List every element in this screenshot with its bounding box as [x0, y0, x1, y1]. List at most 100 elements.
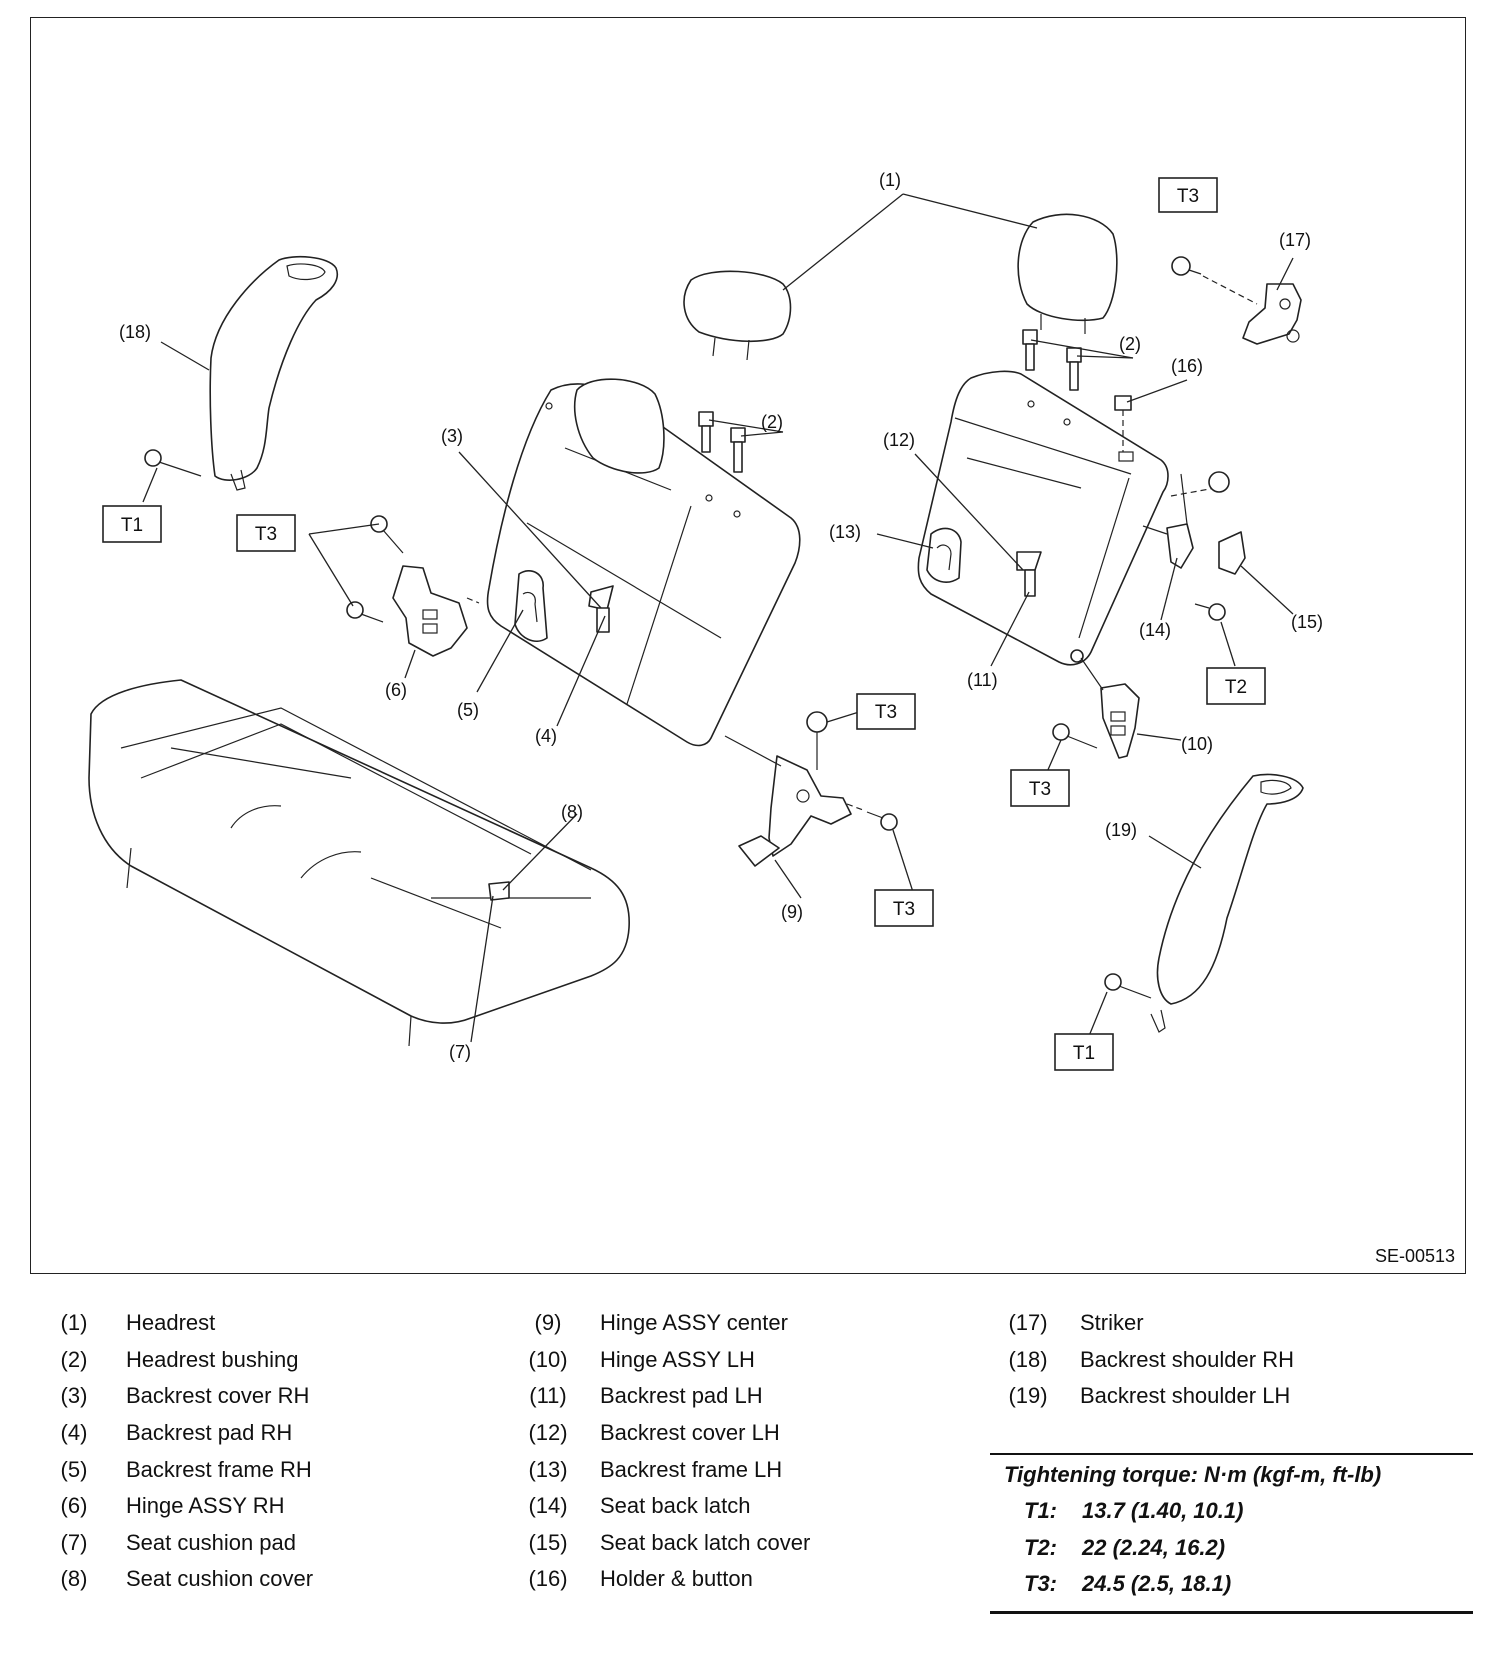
leader-lines [142, 193, 1294, 1043]
torque-row: T3:24.5 (2.5, 18.1) [990, 1566, 1473, 1603]
legend-item-number: (9) [534, 1310, 562, 1336]
legend-item-number: (17) [1008, 1310, 1048, 1336]
legend-item-name: Backrest cover LH [600, 1420, 780, 1446]
nut-center-top [806, 711, 828, 770]
legend-item: (7) Seat cushion pad [42, 1525, 313, 1562]
legend-item-number: (15) [528, 1529, 568, 1555]
bolt-t1-right [1104, 973, 1152, 999]
headrest-right [1017, 213, 1118, 334]
torque-box-t3-center-top: T3 [856, 693, 916, 730]
callout-11: (11) [967, 670, 998, 690]
legend-item-name: Seat back latch cover [600, 1529, 811, 1555]
striker [1202, 275, 1302, 345]
legend-item-number: (11) [529, 1383, 567, 1409]
legend-item-name: Headrest bushing [126, 1346, 299, 1372]
svg-text:T3: T3 [893, 899, 915, 920]
legend-item-number: (8) [60, 1566, 88, 1592]
legend-item: (18)Backrest shoulder RH [996, 1342, 1294, 1379]
seat-cushion [88, 679, 630, 1047]
legend-item-number: (2) [60, 1346, 88, 1372]
legend-item-number: (7) [60, 1529, 88, 1555]
legend-item-name: Hinge ASSY LH [600, 1346, 755, 1372]
torque-table-title: Tightening torque: N·m (kgf-m, ft-lb) [1004, 1462, 1382, 1487]
callout-10: (10) [1181, 734, 1213, 754]
legend-item-name: Backrest pad RH [126, 1420, 293, 1446]
hinge-assy-rh [392, 565, 480, 657]
legend-item-number: (14) [528, 1493, 568, 1519]
torque-table: Tightening torque: N·m (kgf-m, ft-lb) T1… [990, 1453, 1473, 1614]
legend-item-number: (3) [60, 1383, 88, 1409]
legend-item-name: Hinge ASSY RH [126, 1493, 285, 1519]
legend-item: (3) Backrest cover RH [42, 1378, 313, 1415]
bolt-striker [1171, 256, 1202, 276]
torque-box-t3-center-bottom: T3 [874, 889, 934, 927]
legend-item-name: Backrest frame RH [126, 1456, 312, 1482]
legend-item-name: Backrest cover RH [126, 1383, 310, 1409]
torque-rows: T1:13.7 (1.40, 10.1)T2:22 (2.24, 16.2)T3… [990, 1493, 1473, 1603]
legend-item-name: Seat cushion cover [126, 1566, 314, 1592]
callout-19: (19) [1105, 820, 1137, 840]
legend-item-name: Hinge ASSY center [600, 1310, 788, 1336]
callout-17: (17) [1279, 230, 1311, 250]
legend-item: (16)Holder & button [516, 1561, 810, 1598]
bolt-hinge-rh-lower [346, 601, 384, 623]
svg-text:T2: T2 [1225, 677, 1247, 698]
torque-box-t3-striker: T3 [1158, 177, 1218, 213]
legend-item-number: (13) [528, 1456, 568, 1482]
seat-back-latch-cover [1218, 531, 1246, 575]
legend-item-name: Backrest pad LH [600, 1383, 763, 1409]
legend-item: (9) Hinge ASSY center [516, 1305, 810, 1342]
callout-6: (6) [385, 680, 407, 700]
legend-item-name: Headrest [126, 1310, 216, 1336]
diagram-frame: (1) (2) (2) (3) (4) (5) (6) (7) (8) (9) … [30, 17, 1466, 1274]
legend-item: (15) Seat back latch cover [516, 1525, 810, 1562]
callout-12: (12) [883, 430, 915, 450]
torque-box-t3-lh-hinge: T3 [1010, 769, 1070, 807]
legend-item-name: Striker [1080, 1310, 1144, 1336]
svg-text:T3: T3 [875, 702, 897, 723]
legend-item-number: (12) [528, 1420, 568, 1446]
callout-16: (16) [1171, 356, 1203, 376]
nut-latch [1208, 471, 1230, 493]
legend-item: (13) Backrest frame LH [516, 1451, 810, 1488]
callout-5: (5) [457, 700, 479, 720]
legend-item: (17) Striker [996, 1305, 1294, 1342]
legend-column-3: (17) Striker (18)Backrest shoulder RH(19)B… [996, 1305, 1294, 1415]
legend-item: (4) Backrest pad RH [42, 1415, 313, 1452]
legend-column-2: (9) Hinge ASSY center (10) Hinge ASSY LH (11… [516, 1305, 810, 1598]
figure-code: SE-00513 [1374, 1246, 1455, 1266]
headrest-center [573, 378, 665, 474]
callout-3: (3) [441, 426, 463, 446]
torque-key: T2: [1024, 1534, 1057, 1560]
exploded-seat-diagram: (1) (2) (2) (3) (4) (5) (6) (7) (8) (9) … [88, 170, 1323, 1071]
svg-text:T1: T1 [1073, 1043, 1095, 1064]
legend-item-number: (10) [528, 1346, 568, 1372]
legend-item: (8) Seat cushion cover [42, 1561, 314, 1598]
legend-item-number: (1) [60, 1310, 88, 1336]
bolt-t1-left [144, 449, 202, 477]
callout-7: (7) [449, 1042, 471, 1062]
callout-18: (18) [119, 322, 151, 342]
backrest-shoulder-rh [209, 255, 338, 491]
torque-value: 13.7 (1.40, 10.1) [1082, 1498, 1244, 1523]
callout-9: (9) [781, 902, 803, 922]
headrest-bushings-center [698, 411, 746, 473]
torque-box-t1-left: T1 [102, 505, 162, 543]
callout-2-center: (2) [761, 412, 783, 432]
bolt-hinge-rh-upper [370, 515, 404, 554]
legend-item-number: (4) [60, 1420, 88, 1446]
legend-item-name: Seat cushion pad [126, 1529, 297, 1555]
legend-item-number: (18) [1008, 1346, 1048, 1372]
legend-item-name: Backrest frame LH [600, 1456, 783, 1482]
torque-box-t3-left: T3 [236, 514, 296, 552]
hinge-assy-center [724, 735, 864, 867]
torque-value: 22 (2.24, 16.2) [1082, 1534, 1226, 1560]
legend-item-number: (6) [60, 1493, 88, 1519]
legend-item: (12) Backrest cover LH [516, 1415, 810, 1452]
torque-box-t2: T2 [1206, 667, 1266, 705]
callout-1: (1) [879, 170, 901, 190]
legend-column-1: (1) Headrest (2) Headrest bushing (3) Backres… [42, 1305, 314, 1598]
legend-item: (19)Backrest shoulder LH [996, 1378, 1294, 1415]
hinge-assy-lh [1080, 657, 1140, 759]
legend-item: (11) Backrest pad LH [516, 1378, 810, 1415]
